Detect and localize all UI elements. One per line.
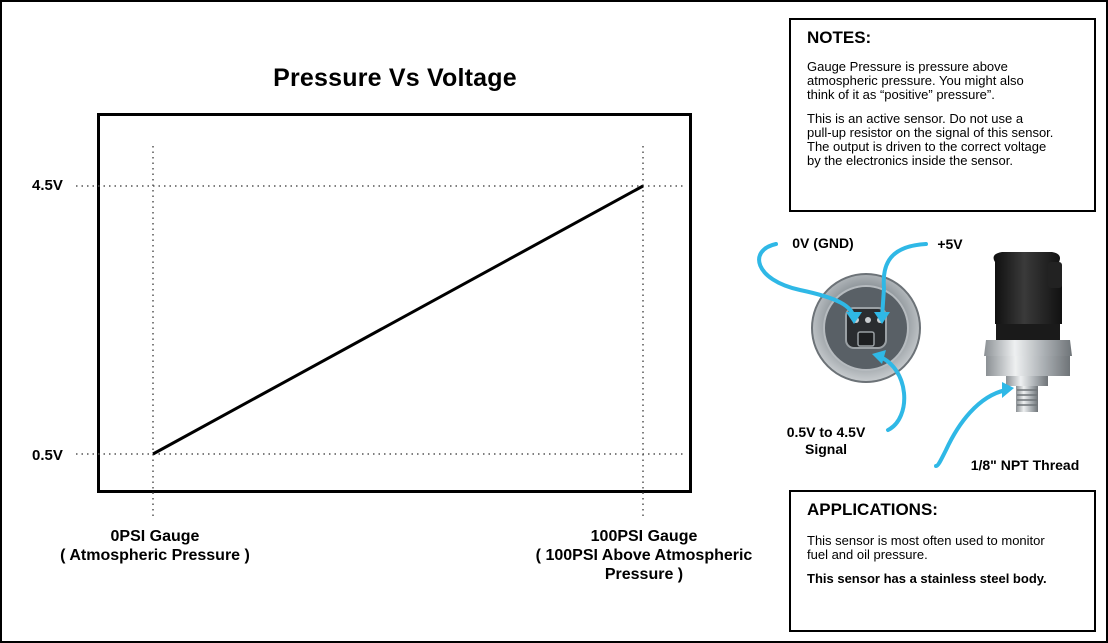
x-tick-100psi: 100PSI Gauge ( 100PSI Above Atmospheric … <box>512 527 776 584</box>
notes-p1-line3: think of it as “positive” pressure”. <box>807 87 995 102</box>
x-tick-0psi: 0PSI Gauge ( Atmospheric Pressure ) <box>30 527 280 565</box>
sensor-illustration <box>757 242 1072 468</box>
notes-p2-line3: The output is driven to the correct volt… <box>807 139 1047 154</box>
signal-label-line1: 0.5V to 4.5V <box>786 424 866 440</box>
y-tick-4.5v: 4.5V <box>32 177 63 194</box>
series-line <box>152 184 644 456</box>
gnd-arrowhead <box>846 312 862 324</box>
thread-arrowhead <box>1002 382 1014 398</box>
x-tick-0psi-line2: ( Atmospheric Pressure ) <box>60 547 250 564</box>
gnd-label: 0V (GND) <box>792 235 854 251</box>
notes-p2-line1: This is an active sensor. Do not use a <box>807 111 1024 126</box>
applications-heading: APPLICATIONS: <box>807 500 938 519</box>
signal-label-line2: Signal <box>804 441 847 457</box>
x-tick-100psi-line2: ( 100PSI Above Atmospheric <box>535 547 753 564</box>
notes-heading: NOTES: <box>807 28 872 47</box>
applications-box: APPLICATIONS: This sensor is most often … <box>789 490 1096 632</box>
applications-p1-line1: This sensor is most often used to monito… <box>807 533 1045 548</box>
applications-p1-line2: fuel and oil pressure. <box>807 547 928 562</box>
x-tick-0psi-line1: 0PSI Gauge <box>110 528 200 545</box>
vcc-label: +5V <box>937 236 963 252</box>
notes-p1-line1: Gauge Pressure is pressure above <box>807 59 1008 74</box>
vcc-arrowhead <box>874 312 890 324</box>
thread-callout-line <box>934 388 1008 468</box>
thread-label: 1/8" NPT Thread <box>970 457 1080 473</box>
gnd-callout-line <box>757 242 856 320</box>
chart-title: Pressure Vs Voltage <box>273 64 517 92</box>
applications-paragraph-1: This sensor is most often used to monito… <box>807 534 1080 562</box>
pressure-sensor-body <box>984 252 1072 412</box>
notes-p2-line4: by the electronics inside the sensor. <box>807 153 1013 168</box>
callout-lines <box>757 242 1008 468</box>
signal-arrowhead <box>872 350 886 364</box>
x-tick-100psi-line3: Pressure ) <box>604 566 684 583</box>
notes-box: NOTES: Gauge Pressure is pressure above … <box>789 18 1096 212</box>
notes-p2-line2: pull-up resistor on the signal of this s… <box>807 125 1054 140</box>
x-tick-100psi-line1: 100PSI Gauge <box>590 528 698 545</box>
notes-paragraph-1: Gauge Pressure is pressure above atmosph… <box>807 60 1080 102</box>
callout-arrowheads <box>846 312 1014 398</box>
connector-face <box>811 273 921 383</box>
notes-paragraph-2: This is an active sensor. Do not use a p… <box>807 112 1080 168</box>
signal-callout-line <box>876 354 907 432</box>
plot-area <box>97 113 692 493</box>
vcc-callout-line <box>880 242 928 320</box>
notes-p1-line2: atmospheric pressure. You might also <box>807 73 1024 88</box>
signal-label: 0.5V to 4.5V Signal <box>766 424 886 458</box>
applications-paragraph-2: This sensor has a stainless steel body. <box>807 571 1047 586</box>
y-tick-0.5v: 0.5V <box>32 447 63 464</box>
